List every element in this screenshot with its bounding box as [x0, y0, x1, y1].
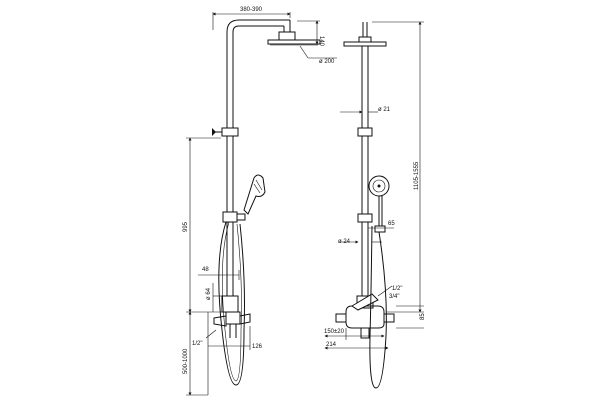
dim-inlet-distance: 150±20	[324, 329, 345, 335]
overhead-head-front	[343, 41, 387, 47]
arm-drop	[283, 20, 291, 32]
front-view: ø 21 1105-1555 65 ø 24 1/2" 3/4" 85 150±…	[324, 21, 426, 389]
arm-outer	[226, 19, 290, 33]
dim-bar-diameter: ø 24	[338, 239, 351, 245]
dim-head-diameter: ø 200	[319, 59, 335, 65]
side-view: 380-390 140 ø 200 995 500-1000 48 ø 64 1…	[183, 7, 337, 396]
dim-total-height: 1105-1555	[414, 161, 420, 190]
dim-wall-gap: 85	[420, 313, 426, 320]
spout-front	[360, 327, 370, 339]
diverter-block	[221, 295, 239, 313]
overhead-shower-head	[267, 39, 321, 45]
dim-tap-diameter: ø 64	[206, 287, 212, 300]
mixer-handle-side	[213, 315, 227, 327]
dim-floor-height: 500-1000	[183, 348, 189, 374]
bracket-front	[357, 127, 373, 137]
label-outlet-three-quarter: 3/4"	[389, 294, 399, 300]
arm-inner	[232, 25, 284, 33]
dim-head-height: 140	[318, 36, 324, 47]
head-connector	[278, 31, 296, 41]
slide-holder-front	[357, 213, 373, 223]
wall-bracket	[221, 127, 239, 137]
mixer-body	[225, 311, 241, 325]
shower-hose	[218, 221, 245, 386]
dim-height-995: 995	[183, 221, 189, 232]
dim-post-diameter: ø 21	[378, 107, 391, 113]
dim-spout-length: 126	[252, 344, 263, 350]
label-outlet-half: 1/2"	[392, 286, 402, 292]
dim-hand-offset: 65	[388, 221, 395, 227]
spout-side	[239, 313, 251, 325]
slide-holder	[222, 211, 238, 223]
dim-spout-reach: 214	[326, 342, 337, 348]
mixer-front	[345, 305, 385, 329]
dim-tap-depth: 48	[202, 267, 209, 273]
label-inlet-left: 1/2"	[192, 341, 202, 347]
hand-shower	[243, 174, 266, 215]
lever-front	[351, 293, 379, 311]
hose-front	[369, 225, 387, 389]
dim-arm-length: 380-390	[240, 7, 263, 13]
